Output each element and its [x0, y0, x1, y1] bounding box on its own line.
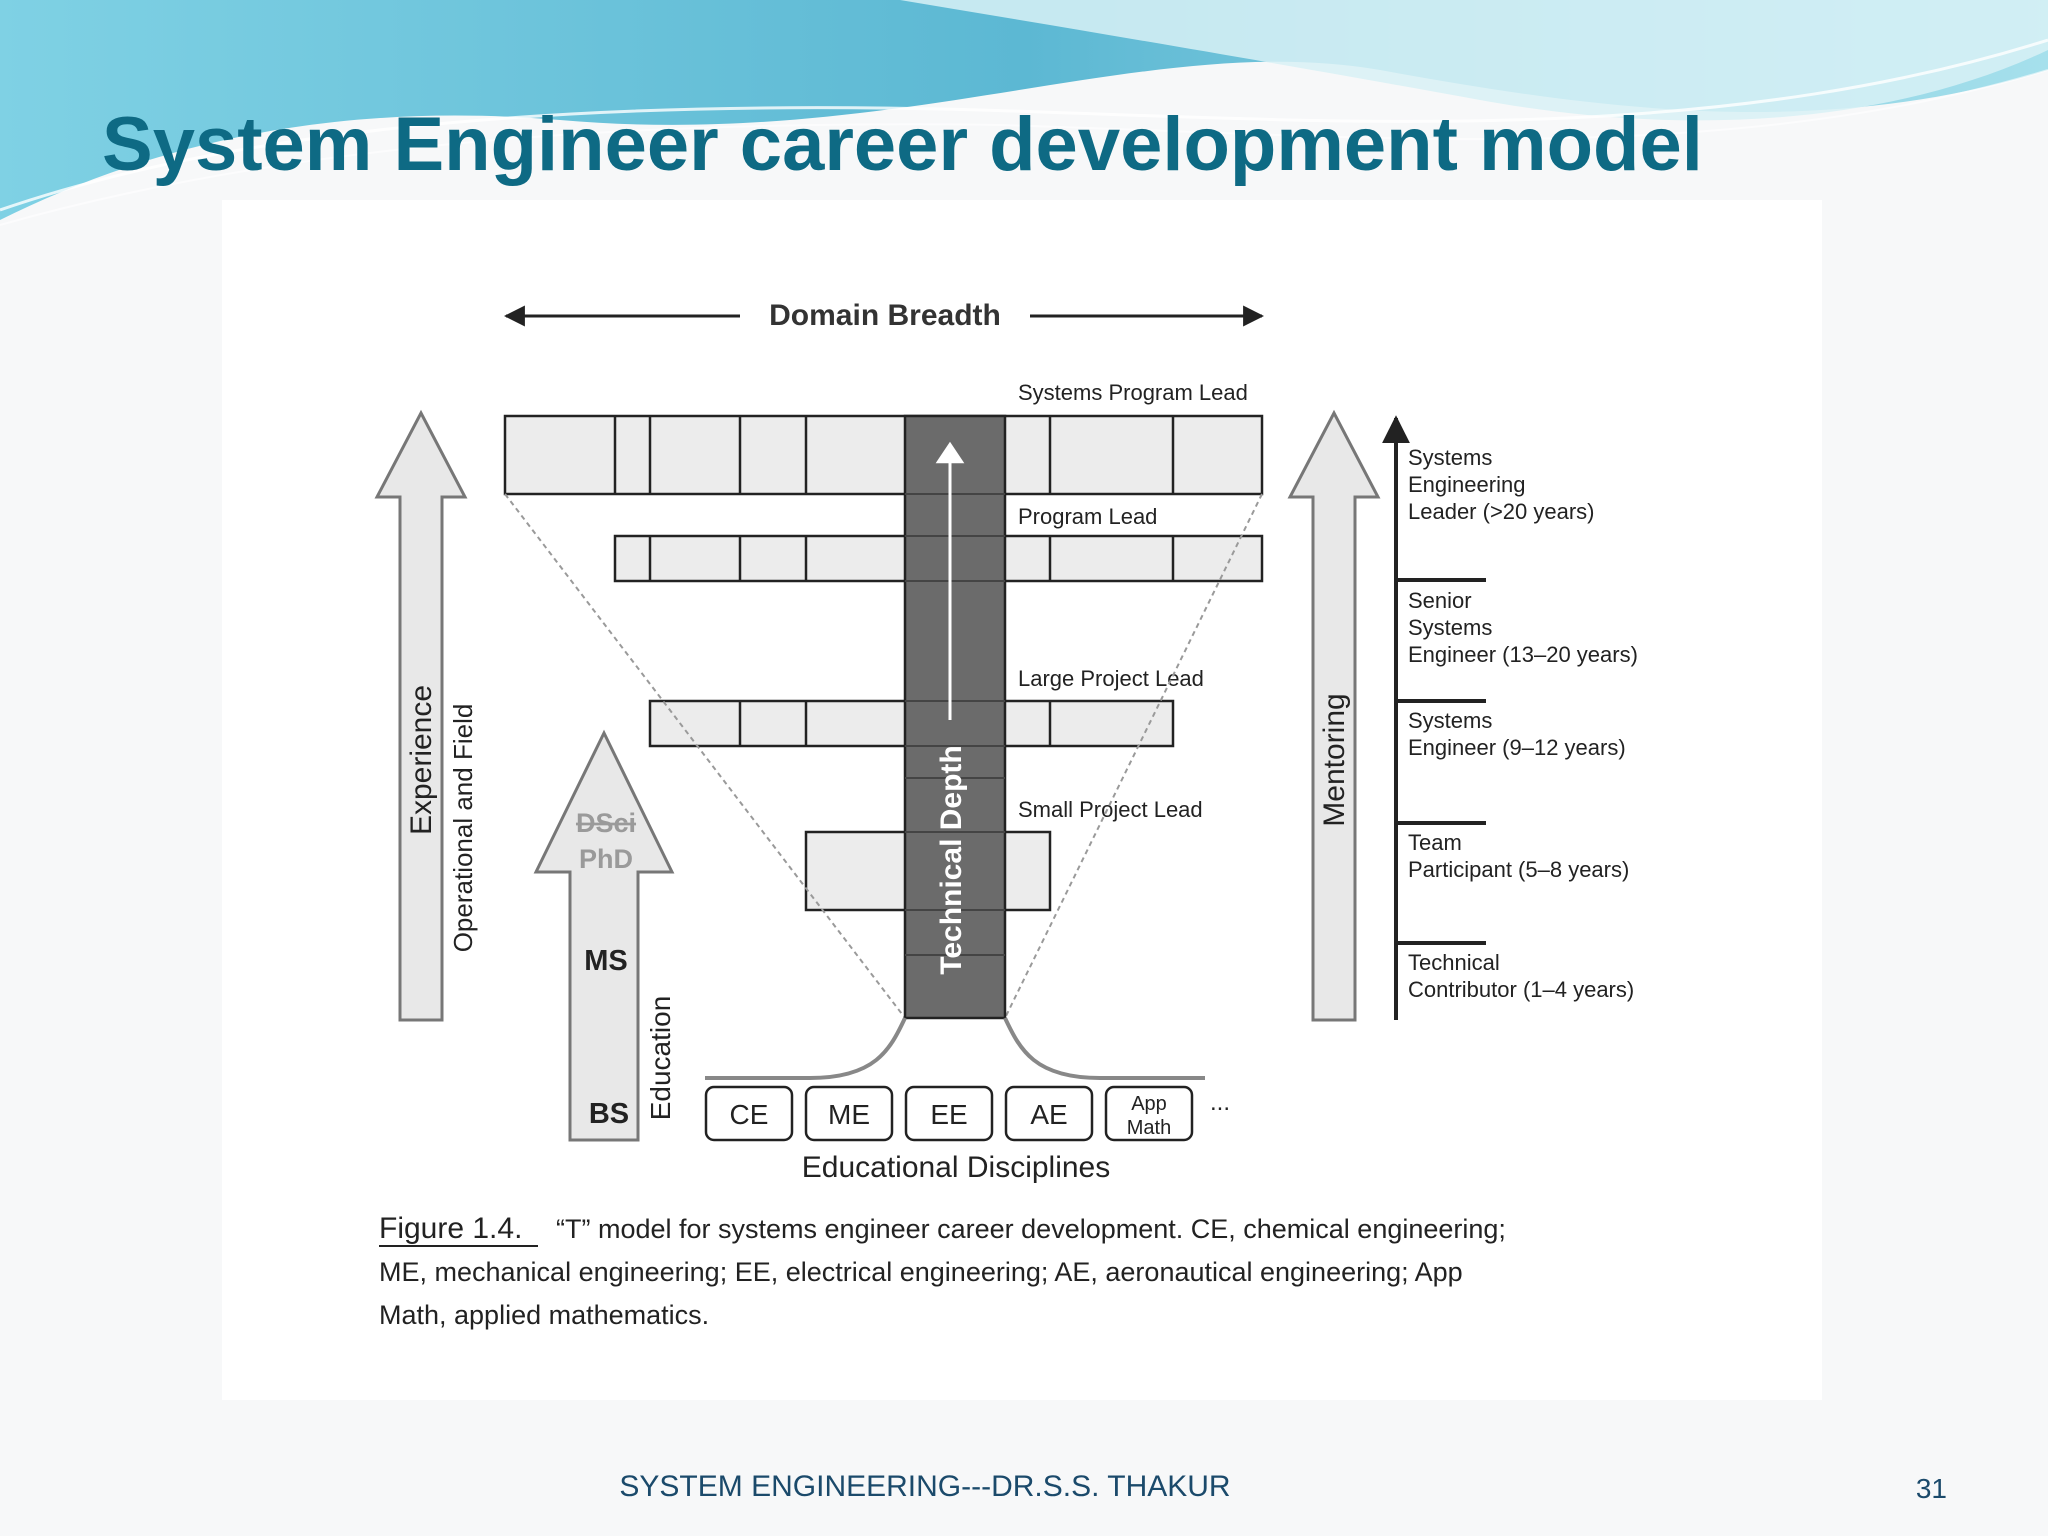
slide-title: System Engineer career development model [102, 102, 1703, 187]
bar-systems-program-lead [503, 414, 1264, 496]
career-scale-ticks [1396, 578, 1486, 945]
stage-se-line2: Engineer (9–12 years) [1408, 735, 1626, 760]
discipline-ellipsis: ... [1210, 1089, 1230, 1116]
mentoring-label: Mentoring [1318, 693, 1351, 826]
stage-se-leader-line2: Engineering [1408, 472, 1525, 497]
stage-tech-line1: Technical [1408, 950, 1500, 975]
domain-breadth-label: Domain Breadth [769, 299, 1001, 332]
discipline-ee: EE [930, 1099, 967, 1130]
stage-tech-line2: Contributor (1–4 years) [1408, 977, 1634, 1002]
figure-panel [222, 200, 1822, 1400]
funnel-right-line [1004, 493, 1263, 1019]
level-systems-program-lead: Systems Program Lead [1018, 380, 1248, 405]
degree-ms: MS [584, 945, 628, 977]
page-number: 31 [1916, 1473, 1947, 1504]
stage-se-leader-line1: Systems [1408, 445, 1492, 470]
educational-disciplines-label: Educational Disciplines [802, 1151, 1111, 1184]
discipline-app-math-line1: App [1131, 1093, 1167, 1115]
discipline-me-box [804, 1085, 894, 1142]
stem-segment-lines [905, 493, 1005, 956]
degree-bs: BS [589, 1098, 629, 1130]
caption-line1: “T” model for systems engineer career de… [556, 1214, 1506, 1244]
funnel-left-line [504, 493, 906, 1019]
technical-depth-arrowhead [935, 441, 965, 464]
operational-field-label: Operational and Field [448, 704, 478, 953]
discipline-ce: CE [730, 1099, 769, 1130]
stage-senior-se-line3: Engineer (13–20 years) [1408, 642, 1638, 667]
experience-arrow [374, 409, 468, 1022]
stage-senior-se-line2: Systems [1408, 615, 1492, 640]
discipline-app-math-box [1104, 1085, 1194, 1142]
discipline-boxes: CE ME EE AE App Math ... [704, 1085, 1230, 1142]
caption-line3: Math, applied mathematics. [379, 1300, 709, 1330]
discipline-bell-curve [705, 1017, 1205, 1080]
technical-depth-stem [903, 414, 1007, 1020]
mentoring-arrow [1287, 409, 1381, 1022]
level-small-project-lead: Small Project Lead [1018, 797, 1203, 822]
stage-team-line2: Participant (5–8 years) [1408, 857, 1629, 882]
degree-phd: PhD [579, 844, 633, 874]
stage-se-leader-line3: Leader (>20 years) [1408, 499, 1595, 524]
caption-label: Figure 1.4. [379, 1212, 522, 1245]
stage-senior-se-line1: Senior [1408, 588, 1472, 613]
figure-caption: Figure 1.4. “T” model for systems engine… [379, 1212, 1506, 1330]
t-model-figure: Domain Breadth Systems Program Lead Prog… [374, 299, 1638, 1330]
experience-label: Experience [405, 685, 438, 835]
career-stage-labels: Systems Engineering Leader (>20 years) S… [1408, 445, 1638, 1002]
discipline-ae-box [1004, 1085, 1094, 1142]
header-wave [0, 0, 2048, 226]
discipline-app-math-line2: Math [1127, 1117, 1171, 1139]
slide-footer: SYSTEM ENGINEERING---DR.S.S. THAKUR [619, 1470, 1230, 1503]
discipline-ee-box [904, 1085, 994, 1142]
discipline-ae: AE [1030, 1099, 1067, 1130]
level-large-project-lead: Large Project Lead [1018, 666, 1204, 691]
stage-team-line1: Team [1408, 830, 1462, 855]
discipline-me: ME [828, 1099, 870, 1130]
discipline-ce-box [704, 1085, 794, 1142]
education-arrow [533, 729, 675, 1142]
level-program-lead: Program Lead [1018, 504, 1157, 529]
technical-depth-label: Technical Depth [935, 745, 968, 974]
caption-line2: ME, mechanical engineering; EE, electric… [379, 1257, 1463, 1287]
degree-dsci: DSci [576, 808, 636, 838]
stage-se-line1: Systems [1408, 708, 1492, 733]
education-label: Education [645, 996, 676, 1121]
